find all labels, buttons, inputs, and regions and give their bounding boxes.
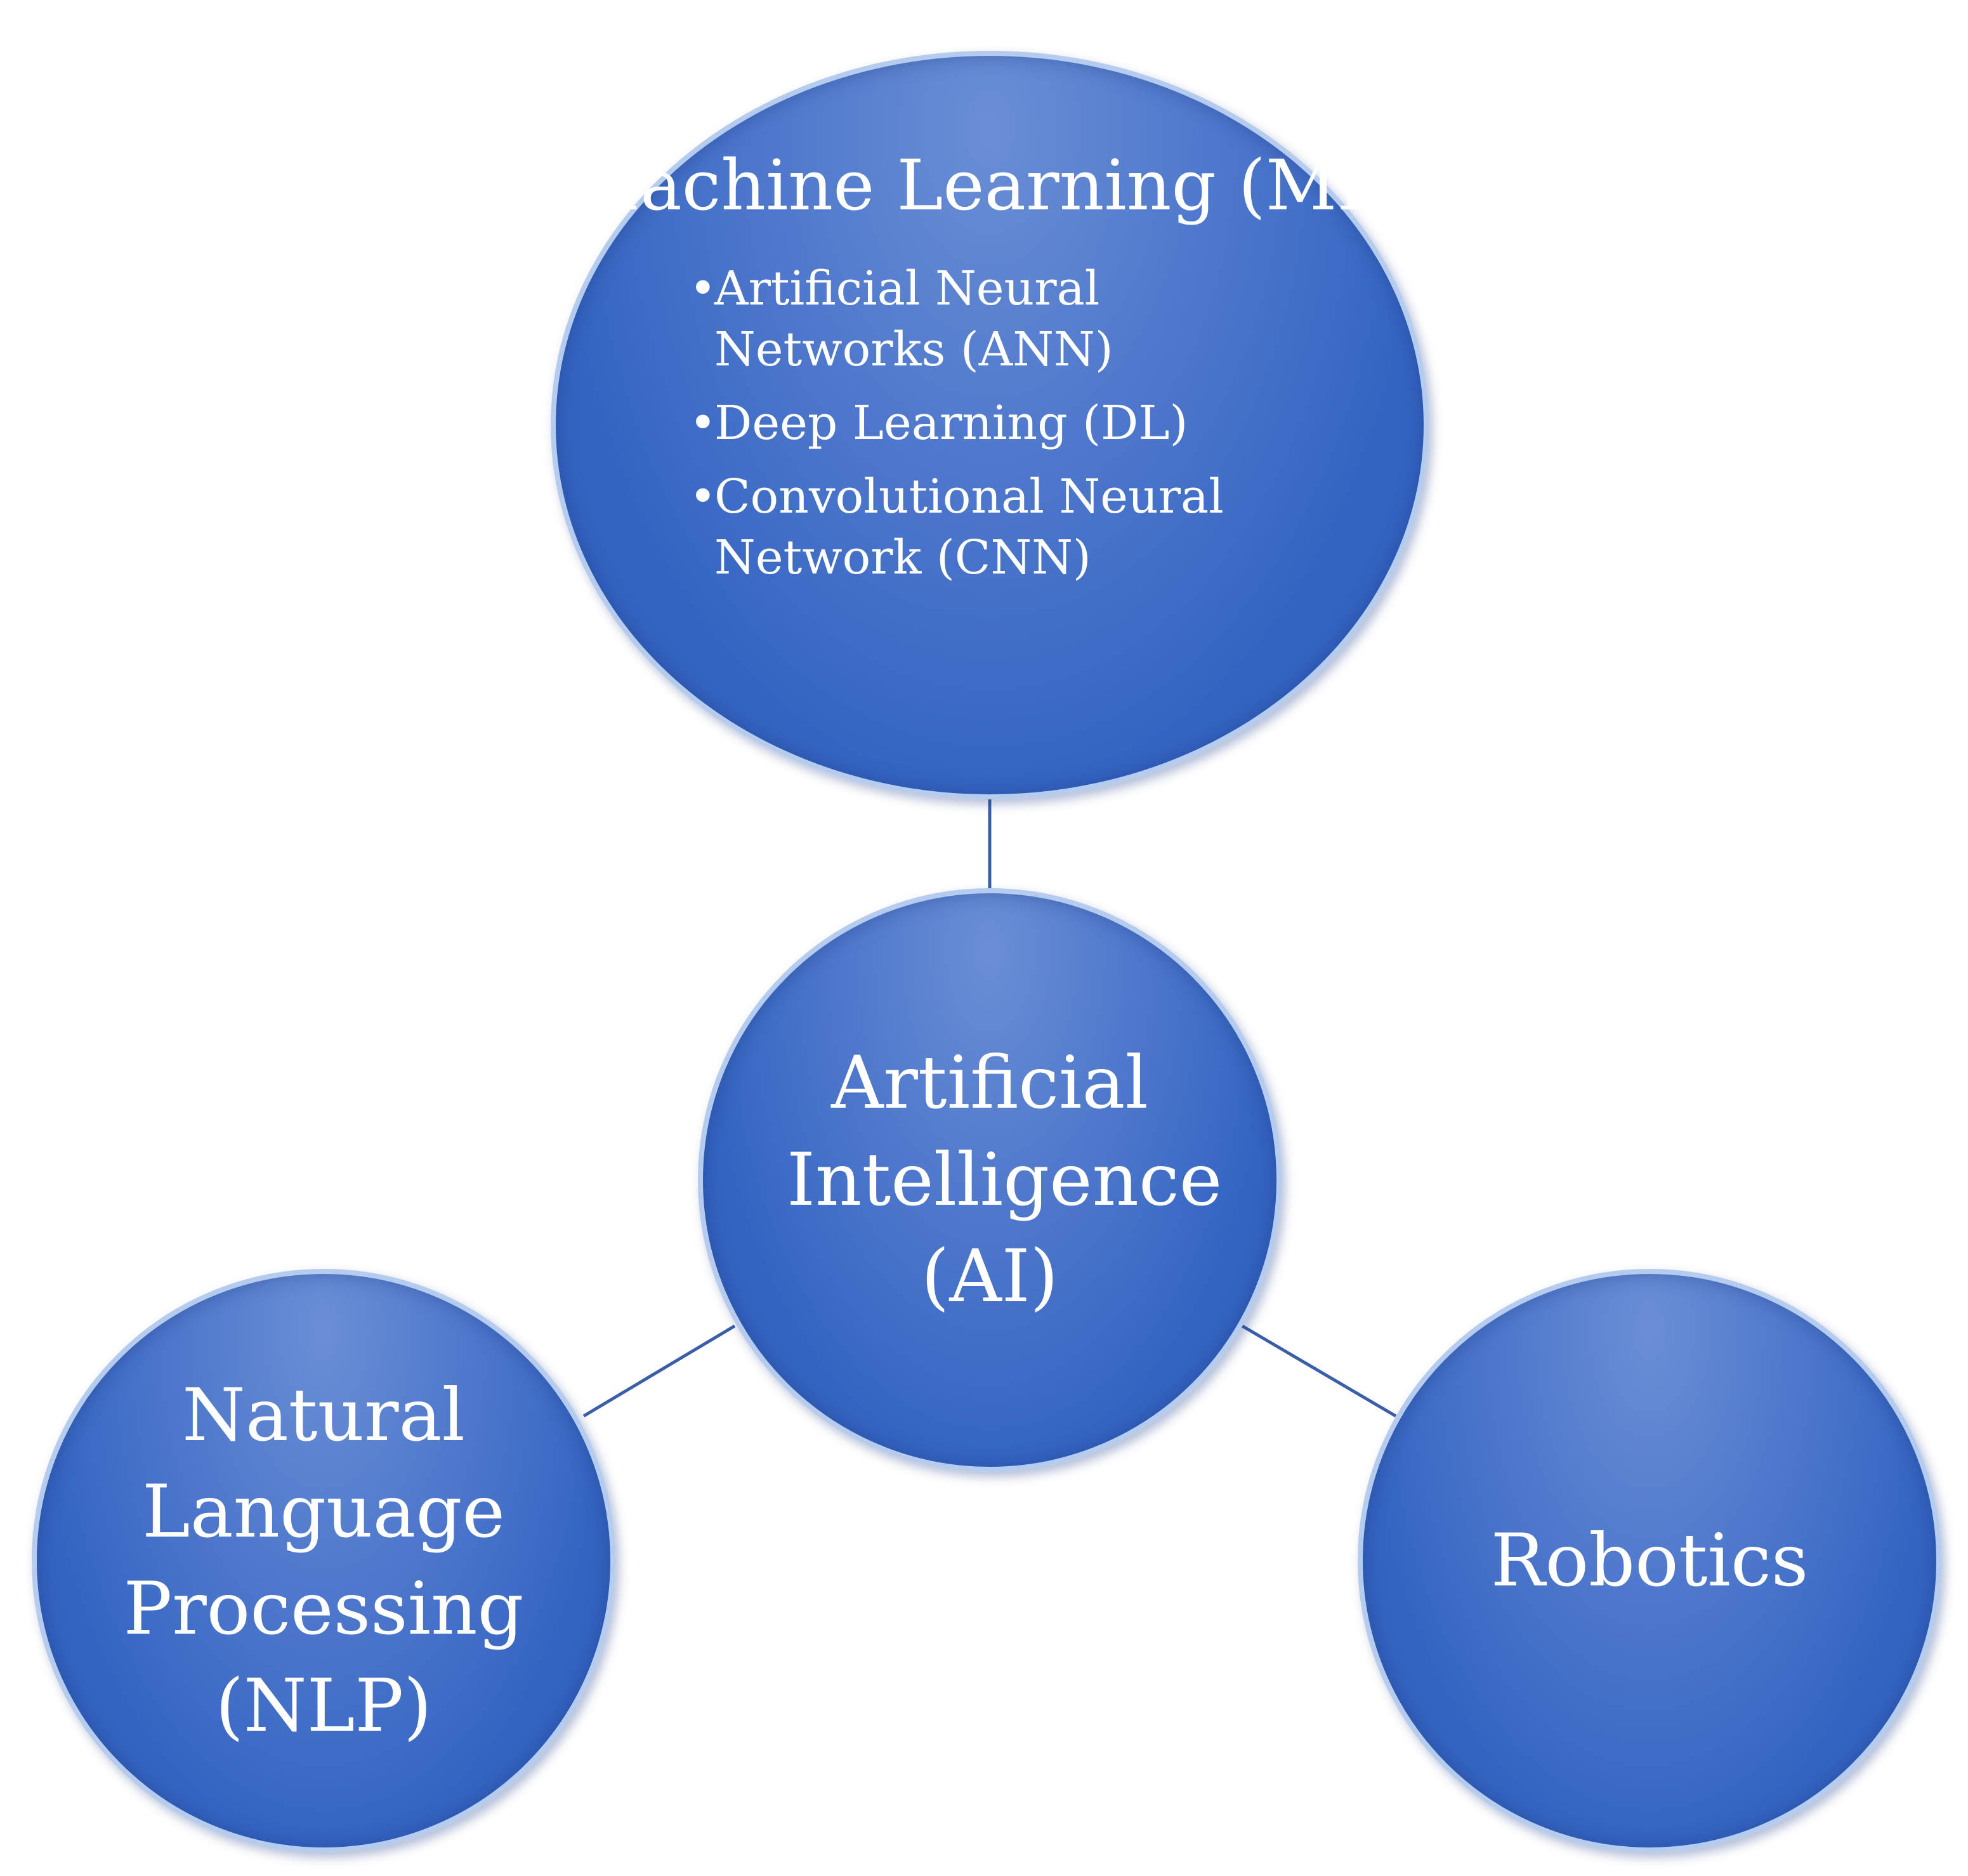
connector-ai-robotics	[1241, 1324, 1397, 1418]
node-natural-language-processing: Natural Language Processing (NLP)	[32, 1269, 615, 1853]
node-artificial-intelligence-title: Artificial Intelligence (AI)	[787, 1040, 1223, 1319]
node-natural-language-processing-title: Natural Language Processing (NLP)	[123, 1372, 524, 1748]
machine-learning-subtopics: Artificial Neural Networks (ANN) Deep Le…	[556, 258, 1235, 601]
subtopic-cnn: Convolutional Neural Network (CNN)	[689, 466, 1235, 588]
subtopic-dl: Deep Learning (DL)	[689, 393, 1235, 454]
subtopic-ann: Artificial Neural Networks (ANN)	[689, 258, 1235, 380]
node-robotics: Robotics	[1358, 1269, 1941, 1853]
connector-ai-nlp	[582, 1324, 736, 1418]
node-artificial-intelligence: Artificial Intelligence (AI)	[698, 888, 1282, 1472]
node-robotics-title: Robotics	[1490, 1518, 1809, 1603]
node-machine-learning: Machine Learning (ML) Artificial Neural …	[551, 51, 1429, 799]
node-machine-learning-title: Machine Learning (ML)	[568, 145, 1411, 226]
